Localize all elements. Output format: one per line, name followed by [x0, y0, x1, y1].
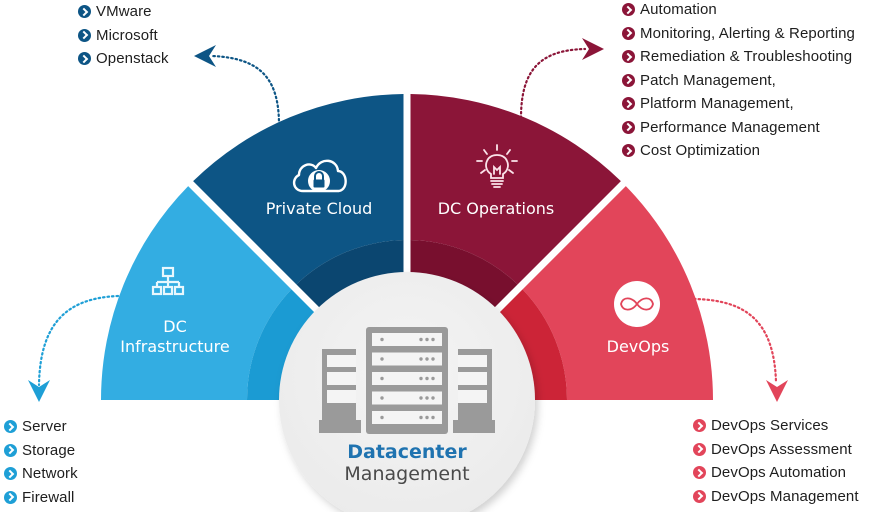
chevron-right-icon [622, 73, 635, 87]
arrowhead-right-icon [582, 38, 604, 60]
chevron-right-icon [4, 467, 17, 481]
rack-led [380, 376, 384, 381]
dc-infrastructure-items-list: Server Storage Network Firewall [4, 415, 78, 509]
segment-private-cloud-inner-band [296, 240, 404, 315]
chevron-right-icon [78, 52, 91, 66]
chevron-right-icon [622, 120, 635, 134]
rack-unit [372, 391, 442, 405]
segment-dc-infrastructure-outer-band [101, 186, 292, 400]
arrowhead-down-icon [28, 380, 50, 402]
arrow-dc-operations [519, 38, 604, 120]
arrow-devops [692, 297, 788, 402]
list-item: Performance Management [622, 116, 855, 140]
rack-led [431, 337, 435, 342]
infinity-icon [614, 281, 660, 327]
center-subtitle: Management [344, 463, 469, 485]
list-item: Automation [622, 0, 855, 22]
chevron-right-icon [4, 443, 17, 457]
center-hub[interactable]: Datacenter Management [279, 272, 535, 512]
chevron-right-icon [693, 442, 706, 456]
list-item: DevOps Automation [693, 461, 859, 485]
list-item: Cost Optimization [622, 139, 855, 163]
segment-dc-infrastructure-inner-band [247, 289, 322, 400]
rack-led [419, 415, 423, 420]
rack-unit [372, 333, 442, 346]
chevron-right-icon [622, 97, 635, 111]
chevron-right-icon [622, 144, 635, 158]
chevron-right-icon [693, 419, 706, 433]
rack-led [380, 337, 384, 342]
rack-led [431, 357, 435, 361]
list-item: Platform Management, [622, 92, 855, 116]
segment-dc-operations[interactable] [410, 94, 621, 315]
segment-dc-infrastructure-label-line-1: DC [163, 317, 187, 336]
rack-led [431, 415, 435, 420]
rack-led [425, 415, 429, 420]
list-item: DevOps Services [693, 414, 859, 438]
rack-led [380, 396, 384, 400]
rack-led [425, 337, 429, 342]
list-item: DevOps Assessment [693, 438, 859, 462]
segment-dc-operations-label: DC Operations [438, 199, 555, 218]
segment-dc-infrastructure-label-line-2: Infrastructure [120, 337, 229, 356]
private-cloud-items-list: VMware Microsoft Openstack [78, 0, 169, 71]
list-item: Server [4, 415, 78, 439]
segment-dc-infrastructure[interactable] [101, 186, 322, 400]
list-item: Network [4, 462, 78, 486]
chevron-right-icon [693, 466, 706, 480]
chevron-right-icon [78, 28, 91, 42]
segment-devops-inner-band [492, 289, 567, 400]
devops-items-list: DevOps Services DevOps Assessment DevOps… [693, 414, 859, 508]
list-item: Patch Management, [622, 69, 855, 93]
rack-led [380, 357, 384, 361]
arrow-dc-infrastructure [28, 294, 120, 402]
chevron-right-icon [4, 420, 17, 434]
network-hierarchy-icon [151, 266, 185, 296]
chevron-right-icon [693, 489, 706, 503]
arrowhead-left-icon [194, 45, 216, 67]
list-item: Firewall [4, 486, 78, 510]
list-item: VMware [78, 0, 169, 24]
server-rack-icon [319, 327, 495, 434]
lightbulb-icon [476, 144, 518, 188]
center-title: Datacenter [347, 441, 467, 463]
cloud-lock-icon [292, 159, 347, 193]
rack-led [431, 396, 435, 400]
list-item: Remediation & Troubleshooting [622, 45, 855, 69]
segment-devops-label: DevOps [607, 337, 670, 356]
arrowhead-down-icon [766, 380, 788, 402]
segment-private-cloud-label: Private Cloud [266, 199, 373, 218]
rack-led [425, 357, 429, 361]
chevron-right-icon [78, 5, 91, 19]
rack-led [431, 376, 435, 381]
rack-led [419, 357, 423, 361]
list-item: Storage [4, 439, 78, 463]
rack-led [425, 376, 429, 381]
dc-operations-items-list: Automation Monitoring, Alerting & Report… [622, 0, 855, 163]
arrow-private-cloud [194, 45, 281, 127]
rack-led [419, 376, 423, 381]
chevron-right-icon [622, 50, 635, 64]
rack-unit [372, 411, 442, 424]
rack-unit [372, 372, 442, 385]
rack-led [419, 337, 423, 342]
chevron-right-icon [622, 3, 635, 17]
chevron-right-icon [4, 490, 17, 504]
list-item: DevOps Management [693, 485, 859, 509]
rack-led [380, 415, 384, 420]
rack-led [419, 396, 423, 400]
rack-led [425, 396, 429, 400]
segment-dc-operations-outer-band [410, 94, 621, 285]
list-item: Openstack [78, 47, 169, 71]
list-item: Monitoring, Alerting & Reporting [622, 22, 855, 46]
chevron-right-icon [622, 26, 635, 40]
segment-dc-operations-inner-band [410, 240, 518, 315]
rack-unit [372, 352, 442, 366]
list-item: Microsoft [78, 24, 169, 48]
